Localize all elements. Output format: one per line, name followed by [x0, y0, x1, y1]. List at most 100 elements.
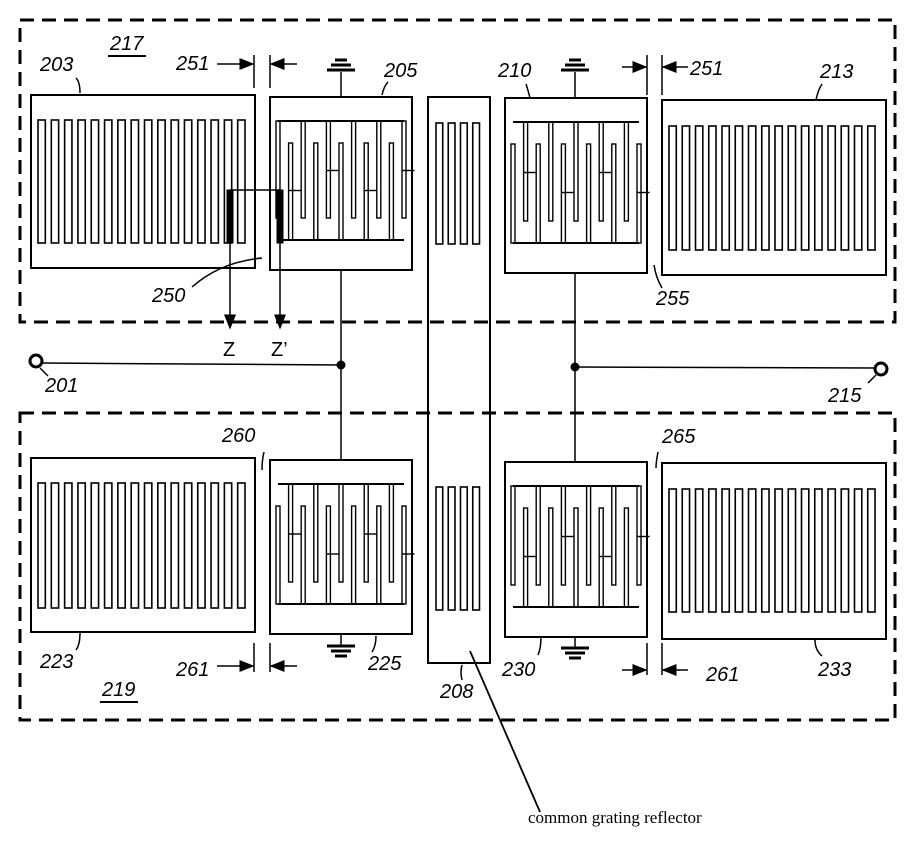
reflector-213-finger: [734, 125, 744, 251]
reflector-208-bottom-finger: [471, 486, 481, 611]
leader-255: [653, 264, 663, 289]
reflector-203-finger: [37, 119, 47, 244]
idt-225-finger: [376, 505, 382, 605]
leader-265: [655, 451, 659, 469]
common-grating-reflector-208: [427, 96, 491, 664]
thick-electrode-z: [226, 189, 234, 244]
leader-210: [525, 83, 531, 99]
reflector-233-finger: [800, 488, 810, 613]
reflector-213-finger: [800, 125, 810, 251]
idt-210-finger: [623, 121, 630, 222]
port-215-terminal: [873, 361, 889, 377]
label-208: 208: [439, 681, 473, 703]
idt-225-finger: [363, 483, 369, 583]
label-213: 213: [819, 61, 853, 83]
idt-205-finger: [350, 120, 357, 219]
idt-225-finger: [275, 505, 281, 605]
idt-205-finger: [287, 142, 294, 241]
label-201: 201: [44, 375, 78, 397]
idt-230-finger: [611, 485, 617, 586]
reflector-213-finger: [707, 125, 717, 251]
idt-205: [269, 96, 413, 271]
leader-223: [75, 632, 81, 651]
reflector-203-finger: [50, 119, 60, 244]
reflector-213-finger: [840, 125, 850, 251]
reflector-223-finger: [143, 482, 153, 609]
reflector-213-finger: [787, 125, 797, 251]
reflector-208-top-finger: [459, 122, 469, 245]
label-205: 205: [383, 60, 418, 82]
idt-210-finger: [560, 143, 567, 244]
reflector-223-finger: [157, 482, 166, 609]
reflector-223-finger: [210, 482, 220, 609]
reflector-233-finger: [813, 488, 823, 613]
idt-205-finger: [363, 142, 369, 241]
idt-225-finger: [388, 483, 395, 583]
label-210: 210: [497, 60, 531, 82]
label-251-left: 251: [175, 53, 209, 75]
idt-230: [504, 461, 648, 638]
reflector-223-finger: [223, 482, 233, 609]
idt-210-finger: [535, 143, 541, 244]
idt-230-finger: [636, 485, 642, 586]
idt-225-finger: [287, 483, 294, 583]
reflector-223-finger: [50, 482, 60, 609]
idt-210-finger: [585, 143, 592, 244]
reflector-208-top-finger: [435, 122, 444, 245]
reflector-208-bottom-finger: [447, 486, 456, 611]
dashed-block-217: [18, 18, 897, 324]
idt-210: [504, 97, 648, 274]
reflector-233-finger: [681, 488, 691, 613]
idt-230-finger: [548, 507, 554, 608]
reflector-203-finger: [157, 119, 166, 244]
reflector-213-finger: [681, 125, 691, 251]
leader-250: [191, 257, 263, 288]
idt-230-finger: [522, 507, 529, 608]
reflector-203-finger: [143, 119, 153, 244]
label-255: 255: [655, 288, 690, 310]
reflector-203-finger: [117, 119, 126, 244]
leader-230: [537, 636, 542, 656]
reflector-223-finger: [196, 482, 206, 609]
leader-205: [381, 81, 389, 96]
reflector-203: [30, 94, 256, 269]
idt-210-finger: [510, 143, 516, 244]
reflector-208-bottom-finger: [435, 486, 444, 611]
idt-225-finger: [401, 505, 407, 605]
junction-dot: [336, 360, 346, 370]
reflector-223: [30, 457, 256, 633]
idt-225-finger: [350, 505, 357, 605]
idt-205-finger: [300, 120, 306, 219]
reflector-203-finger: [90, 119, 100, 244]
leader-213: [815, 83, 823, 101]
reflector-213-finger: [747, 125, 757, 251]
reflector-223-finger: [236, 482, 246, 609]
reflector-233-finger: [707, 488, 717, 613]
reflector-213-finger: [827, 125, 837, 251]
idt-205-finger: [376, 120, 382, 219]
label-230: 230: [501, 659, 535, 681]
idt-205-finger: [338, 142, 344, 241]
idt-225: [269, 459, 413, 635]
reflector-203-finger: [77, 119, 87, 244]
idt-205-finger: [325, 120, 332, 219]
reflector-213-finger: [774, 125, 784, 251]
idt-230-finger: [535, 485, 541, 586]
reflector-233-finger: [853, 488, 863, 613]
reflector-213-finger: [853, 125, 863, 251]
leader-225: [371, 635, 377, 653]
reflector-233-finger: [866, 488, 876, 613]
label-z: Z: [223, 339, 235, 361]
idt-225-finger: [325, 505, 332, 605]
label-251-right: 251: [689, 58, 723, 80]
idt-210-finger: [636, 143, 642, 244]
reflector-233-finger: [668, 488, 678, 613]
reflector-203-finger: [103, 119, 113, 244]
port-201-terminal: [28, 353, 44, 369]
reflector-203-finger: [130, 119, 140, 244]
reflector-233-finger: [774, 488, 784, 613]
reflector-203-finger: [63, 119, 73, 244]
reflector-213-finger: [866, 125, 876, 251]
